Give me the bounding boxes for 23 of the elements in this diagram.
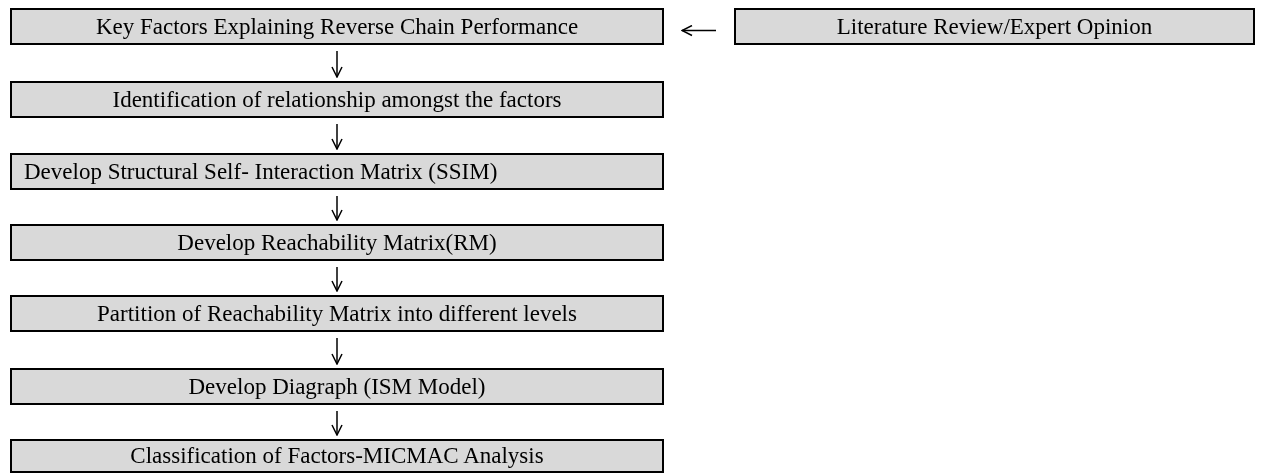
box-label: Classification of Factors-MICMAC Analysis — [130, 443, 544, 469]
box-label: Develop Diagraph (ISM Model) — [188, 373, 486, 400]
box-label: Key Factors Explaining Reverse Chain Performance — [95, 13, 579, 40]
arrow — [331, 337, 343, 365]
process-box — [10, 81, 664, 118]
arrow — [331, 123, 343, 150]
process-box — [10, 439, 664, 473]
process-box — [10, 8, 664, 45]
box-label: Literature Review/Expert Opinion — [836, 13, 1153, 40]
process-box — [734, 8, 1255, 45]
arrow — [331, 410, 343, 436]
arrow — [331, 266, 343, 292]
arrow — [331, 50, 343, 78]
box-label: Develop Reachability Matrix(RM) — [177, 229, 497, 256]
box-label: Partition of Reachability Matrix into different levels — [97, 300, 577, 327]
arrow — [681, 24, 717, 37]
process-box — [10, 153, 664, 190]
process-box — [10, 368, 664, 405]
box-label: Identification of relationship amongst the factors — [112, 86, 562, 113]
box-label: Develop Structural Self- Interaction Matrix (SSIM) — [24, 158, 498, 185]
process-box — [10, 224, 664, 261]
process-box — [10, 295, 664, 332]
arrow — [331, 195, 343, 221]
